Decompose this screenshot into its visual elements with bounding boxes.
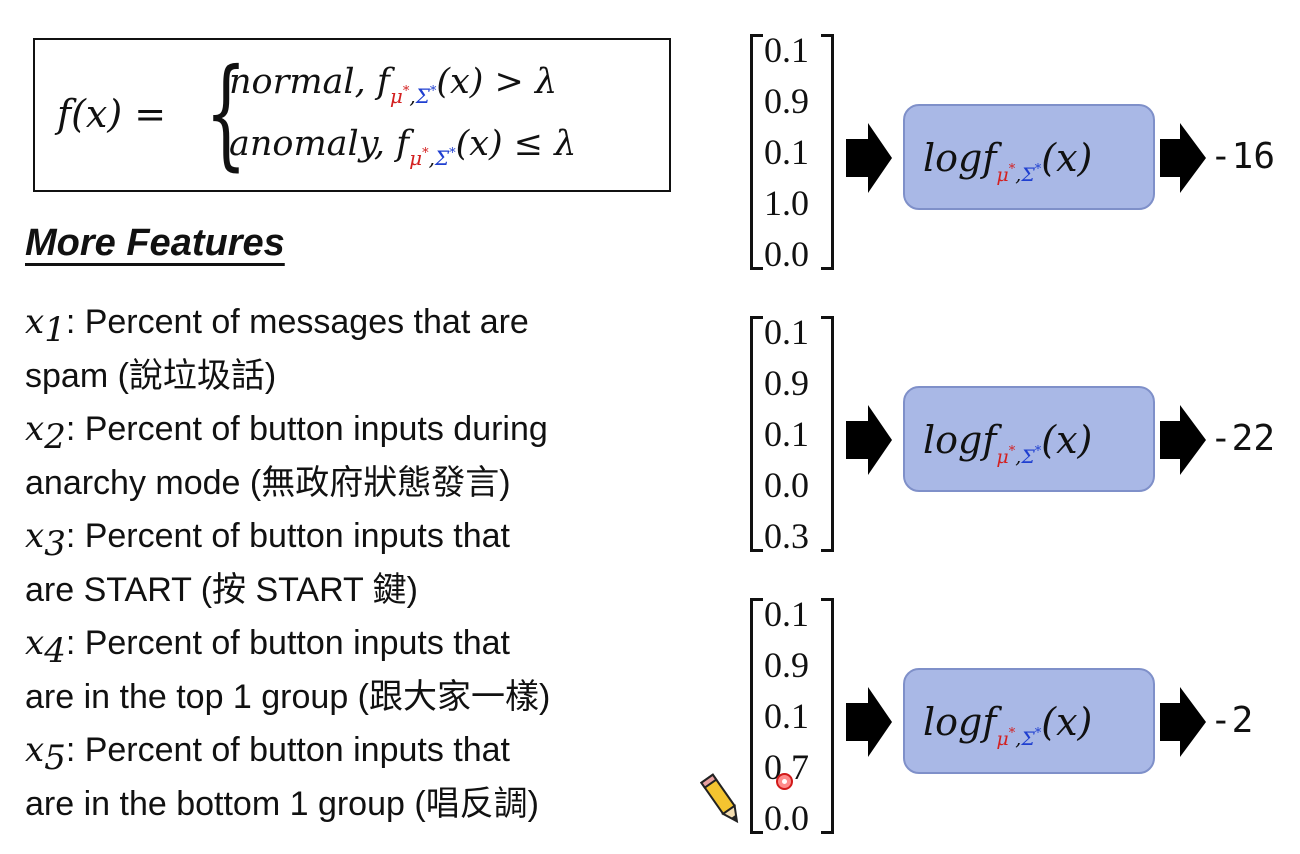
case-normal-tail: (x) > λ	[436, 62, 558, 102]
feature-line-cont: anarchy mode (無政府狀態發言)	[25, 463, 511, 502]
feature-text: : Percent of button inputs that	[65, 624, 511, 662]
formula-case-normal: normal, fμ*,Σ*(x) > λ	[229, 62, 558, 108]
arrow-icon	[1160, 687, 1206, 757]
feature-var-index: 3	[44, 523, 66, 564]
feature-line-cont: are in the top 1 group (跟大家一樣)	[25, 677, 551, 716]
vector-value: 0.1	[764, 414, 809, 454]
bracket-left	[750, 316, 763, 552]
feature-var-index: 1	[44, 309, 66, 350]
log-density-label: logfμ*,Σ*(x)	[923, 136, 1093, 186]
vector-value: 0.1	[764, 696, 809, 736]
vector-value: 0.3	[764, 516, 809, 556]
arrow-icon	[846, 123, 892, 193]
arrow-icon	[846, 405, 892, 475]
case-anomaly-label: anomaly,	[229, 124, 385, 164]
feature-line: x5: Percent of button inputs that	[25, 724, 705, 778]
feature-line: x4: Percent of button inputs that	[25, 617, 705, 671]
vector-value: 0.0	[764, 465, 809, 505]
formula-lhs: f(x) =	[57, 92, 167, 136]
log-density-box: logfμ*,Σ*(x)	[903, 104, 1155, 210]
log-density-label: logfμ*,Σ*(x)	[923, 418, 1093, 468]
formula-case-anomaly: anomaly, fμ*,Σ*(x) ≤ λ	[229, 124, 577, 170]
log-density-box: logfμ*,Σ*(x)	[903, 386, 1155, 492]
case-normal-func: f	[376, 62, 390, 102]
bracket-right	[821, 34, 834, 270]
feature-vector: 0.1 0.9 0.1 0.0 0.3	[750, 312, 834, 556]
feature-text: : Percent of button inputs that	[65, 731, 511, 769]
feature-var: x	[25, 623, 45, 663]
feature-vector: 0.1 0.9 0.1 1.0 0.0	[750, 30, 834, 274]
vector-value: 0.0	[764, 798, 809, 838]
log-density-label: logfμ*,Σ*(x)	[923, 700, 1093, 750]
feature-var: x	[25, 516, 45, 556]
feature-var-index: 4	[44, 630, 66, 671]
log-density-box: logfμ*,Σ*(x)	[903, 668, 1155, 774]
feature-line-cont: are START (按 START 鍵)	[25, 570, 418, 609]
feature-var: x	[25, 409, 45, 449]
arrow-icon	[1160, 123, 1206, 193]
feature-var: x	[25, 730, 45, 770]
log-result: -22	[1210, 418, 1276, 459]
vector-value: 0.9	[764, 645, 809, 685]
bracket-right	[821, 316, 834, 552]
feature-line: x3: Percent of button inputs that	[25, 510, 705, 564]
feature-text: : Percent of button inputs that	[65, 517, 511, 555]
bracket-right	[821, 598, 834, 834]
feature-text: : Percent of messages that are	[65, 303, 529, 341]
feature-line-cont: spam (說垃圾話)	[25, 356, 277, 395]
arrow-icon	[846, 687, 892, 757]
arrow-icon	[1160, 405, 1206, 475]
vector-value: 0.9	[764, 81, 809, 121]
log-result: -2	[1210, 700, 1254, 741]
formula-brace: {	[205, 44, 247, 183]
bracket-left	[750, 34, 763, 270]
bracket-left	[750, 598, 763, 834]
case-anomaly-func: f	[396, 124, 410, 164]
vector-value: 0.0	[764, 234, 809, 274]
vector-value: 0.1	[764, 312, 809, 352]
vector-value: 1.0	[764, 183, 809, 223]
feature-text: : Percent of button inputs during	[65, 410, 548, 448]
vector-value: 0.1	[764, 132, 809, 172]
feature-var-index: 5	[44, 737, 66, 778]
formula-box: f(x) = { normal, fμ*,Σ*(x) > λ anomaly, …	[33, 38, 671, 192]
case-normal-label: normal,	[229, 62, 366, 102]
case-anomaly-tail: (x) ≤ λ	[455, 124, 577, 164]
feature-var: x	[25, 302, 45, 342]
section-heading: More Features	[25, 222, 285, 264]
feature-line-cont: are in the bottom 1 group (唱反調)	[25, 784, 540, 823]
feature-var-index: 2	[44, 416, 66, 457]
pencil-icon	[699, 773, 739, 824]
feature-line: x2: Percent of button inputs during	[25, 403, 705, 457]
vector-value: 0.9	[764, 363, 809, 403]
vector-value: 0.1	[764, 594, 809, 634]
feature-line: x1: Percent of messages that are	[25, 296, 705, 350]
log-result: -16	[1210, 136, 1276, 177]
cursor-dot	[776, 773, 793, 790]
vector-value: 0.1	[764, 30, 809, 70]
